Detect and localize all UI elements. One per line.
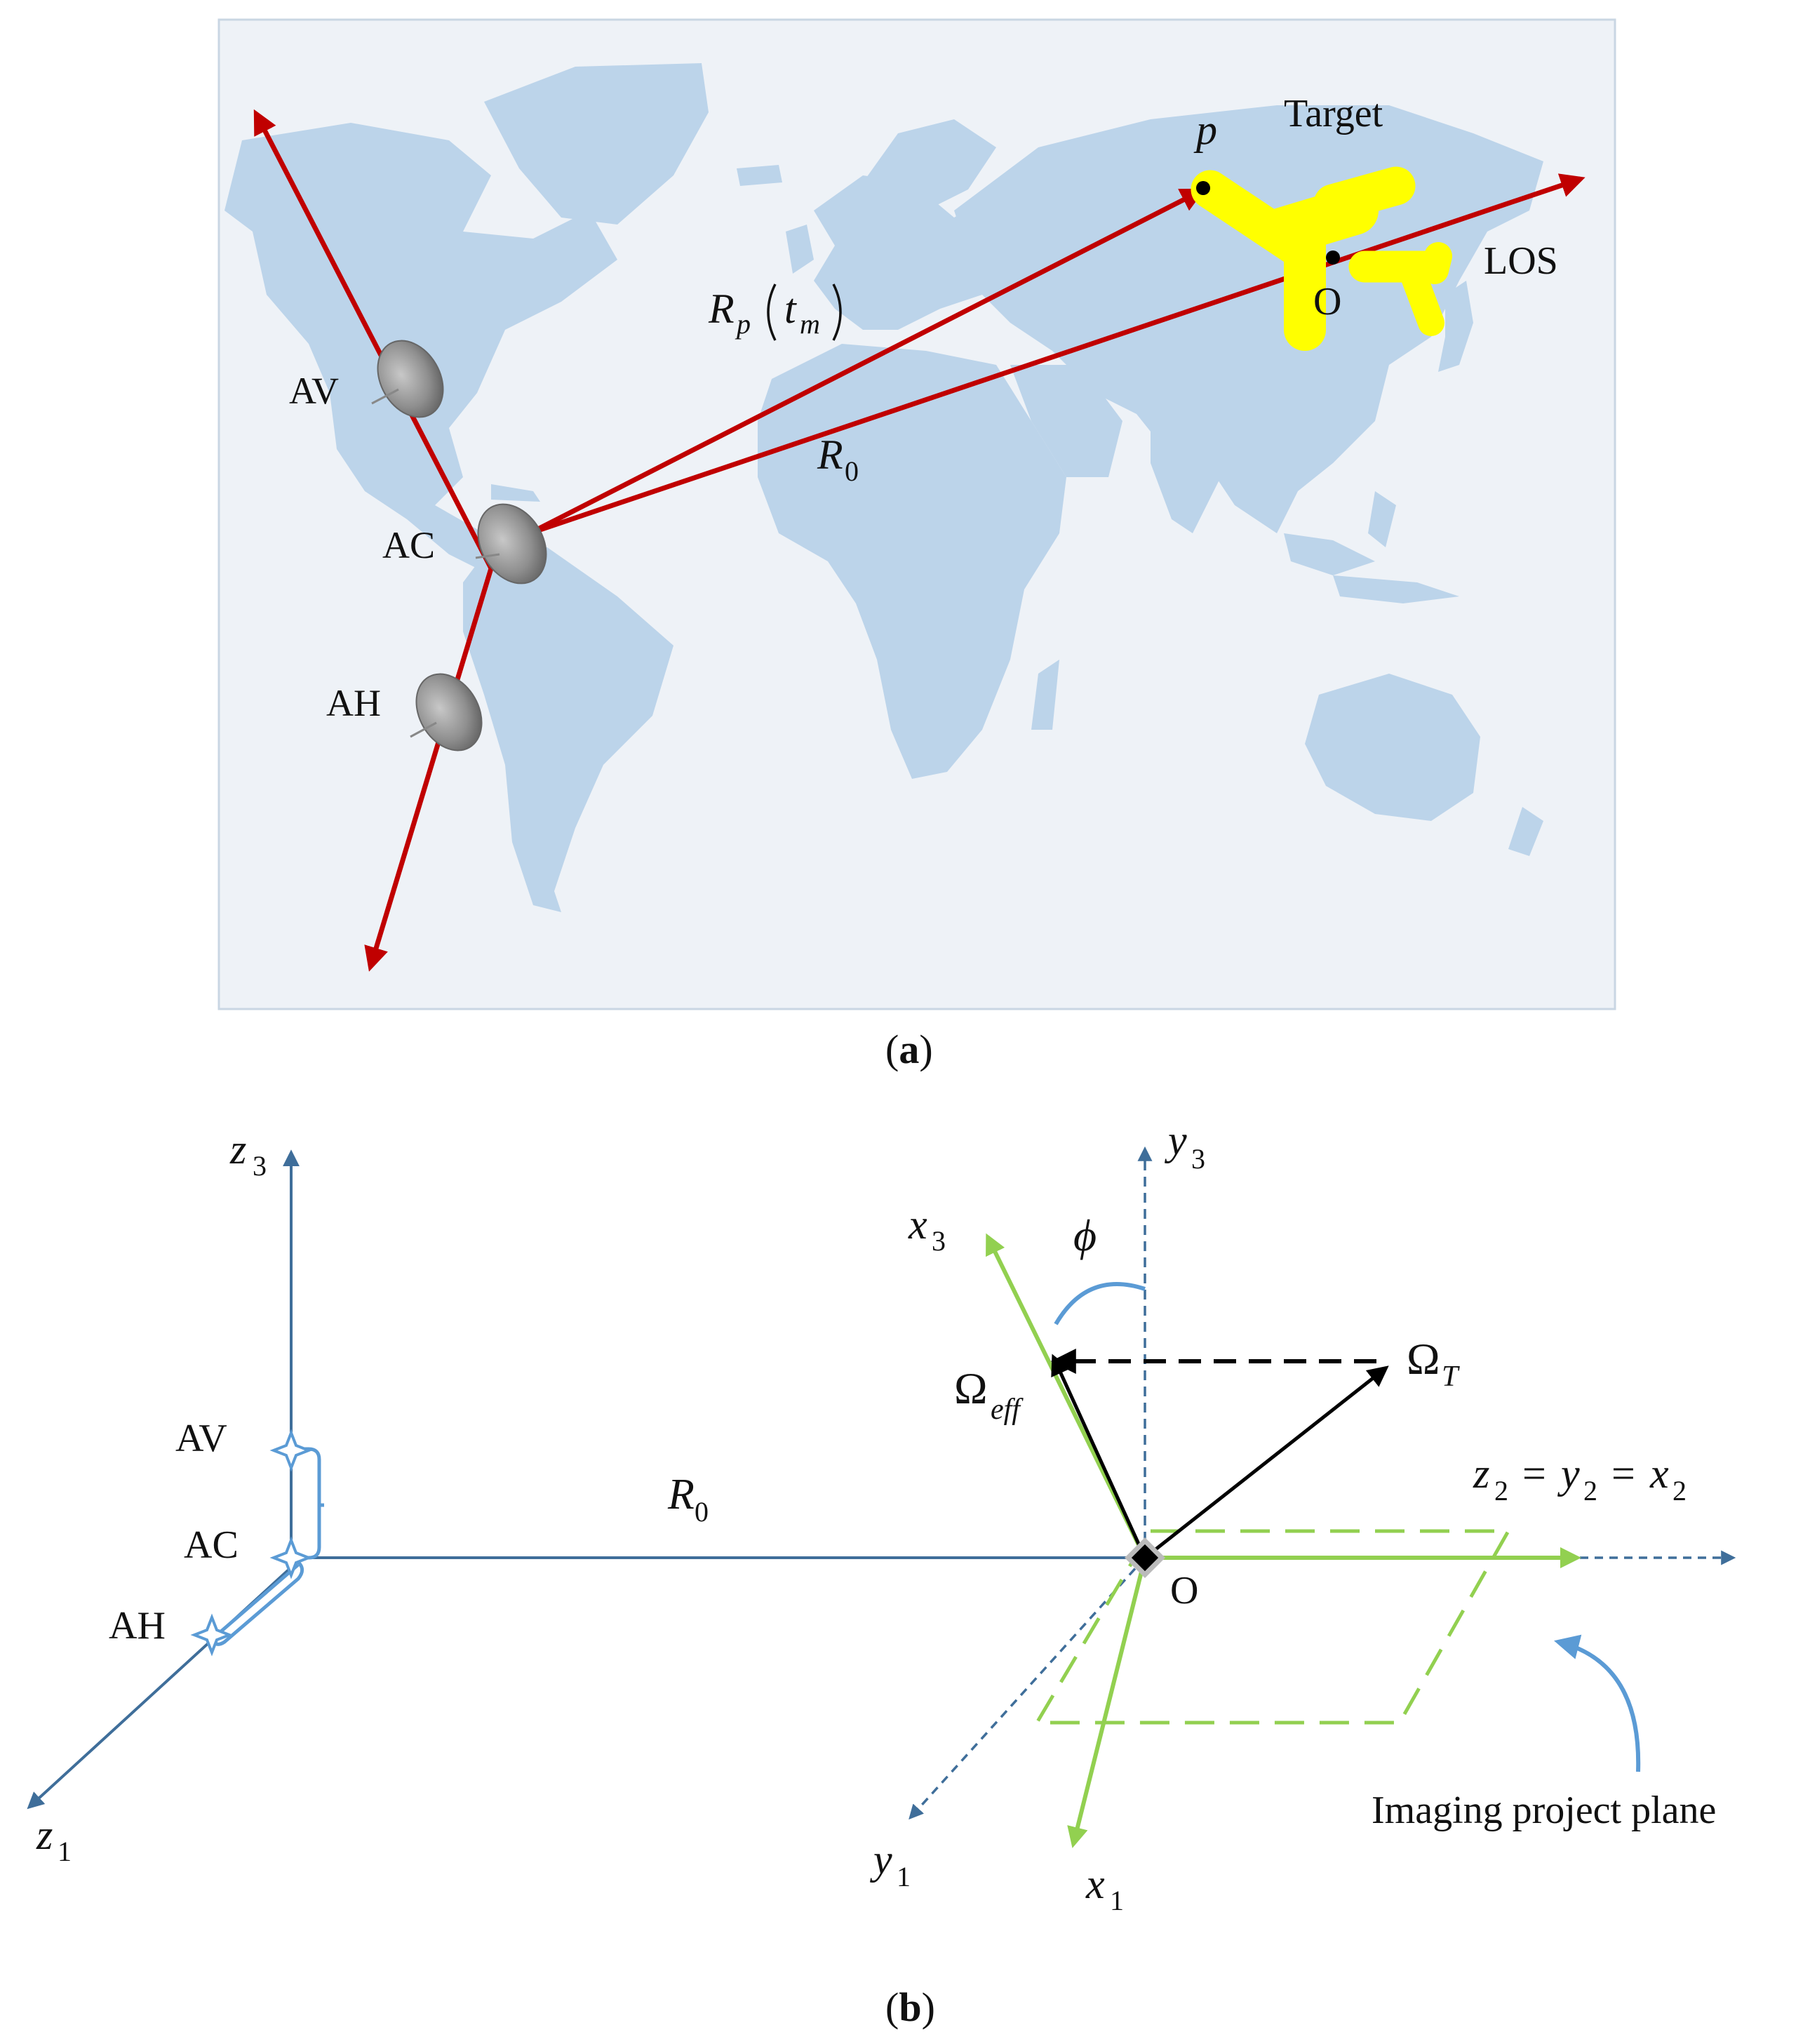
- label-av-b: AV: [175, 1417, 227, 1460]
- label-target: Target: [1284, 92, 1383, 135]
- svg-text:T: T: [1442, 1361, 1460, 1393]
- label-ah-a: AH: [326, 682, 381, 724]
- antenna-dish-icon-ah: [410, 673, 483, 752]
- svg-text:2: 2: [1583, 1475, 1597, 1507]
- label-rp-tm: R p t m: [708, 283, 842, 341]
- antenna-star-icons: [190, 1429, 313, 1657]
- svg-text:p: p: [735, 308, 751, 340]
- svg-text:3: 3: [1191, 1143, 1205, 1175]
- svg-text:y: y: [1164, 1117, 1187, 1163]
- point-p: [1196, 181, 1210, 195]
- svg-text:x: x: [1649, 1450, 1669, 1497]
- svg-text:Ω: Ω: [954, 1363, 988, 1413]
- label-phi: ϕ: [1073, 1210, 1097, 1260]
- caption-b: (b): [885, 1984, 935, 2030]
- svg-text:=: =: [1611, 1450, 1635, 1497]
- svg-text:Ω: Ω: [1407, 1334, 1440, 1384]
- phi-arc: [1054, 1282, 1146, 1325]
- label-o-a: O: [1313, 280, 1341, 323]
- svg-text:2: 2: [1494, 1475, 1508, 1507]
- label-los: LOS: [1484, 239, 1558, 283]
- vector-omega-t: [1144, 1365, 1389, 1559]
- svg-text:t: t: [784, 286, 797, 332]
- label-omega-eff: Ω eff: [954, 1363, 1024, 1426]
- star-icon-av: [269, 1429, 313, 1472]
- antenna-dish-icon-av: [371, 340, 444, 418]
- label-r0-b: R 0: [667, 1471, 709, 1528]
- svg-text:3: 3: [932, 1225, 946, 1257]
- label-y3: y 3: [1164, 1117, 1205, 1175]
- svg-text:3: 3: [253, 1150, 267, 1182]
- svg-text:2: 2: [1672, 1475, 1687, 1507]
- label-z1: z 1: [36, 1812, 72, 1867]
- svg-text:1: 1: [1110, 1885, 1124, 1916]
- svg-text:z: z: [1473, 1450, 1489, 1497]
- caption-a: (a): [885, 1027, 933, 1072]
- point-o: [1326, 251, 1340, 265]
- label-ac-b: AC: [184, 1523, 239, 1567]
- svg-text:R: R: [817, 432, 843, 478]
- svg-text:x: x: [1085, 1861, 1105, 1907]
- label-z3: z 3: [229, 1126, 267, 1182]
- label-x3: x 3: [908, 1201, 946, 1257]
- label-av-a: AV: [289, 370, 339, 412]
- svg-text:m: m: [800, 308, 820, 340]
- panel-b: z 3 y 3 x 3 ϕ Ω eff Ω T z 2 = y 2 = x 2: [27, 1117, 1736, 2030]
- svg-text:y: y: [869, 1836, 892, 1883]
- svg-text:z: z: [229, 1126, 246, 1173]
- antenna-dish-icon-ac: [475, 503, 547, 585]
- star-icon-ah: [190, 1613, 234, 1657]
- plane-pointer-arrow: [1554, 1634, 1641, 1772]
- svg-text:1: 1: [58, 1836, 72, 1867]
- label-ah-b: AH: [109, 1604, 166, 1648]
- label-imaging-plane: Imaging project plane: [1372, 1789, 1716, 1832]
- rp-vector: [528, 188, 1206, 536]
- vector-omega-eff: [1051, 1354, 1147, 1559]
- r0-los-vector: [528, 173, 1586, 536]
- label-r0-a: R 0: [817, 432, 859, 487]
- label-p: p: [1193, 107, 1217, 153]
- axis-x1: [1067, 1557, 1147, 1848]
- svg-text:eff: eff: [991, 1394, 1024, 1426]
- svg-text:=: =: [1522, 1450, 1546, 1497]
- label-ac-a: AC: [382, 524, 435, 566]
- panel-a: Target p LOS O AV AC AH R p t m R 0 (a): [217, 18, 1616, 1072]
- label-o-b: O: [1170, 1569, 1198, 1612]
- svg-text:R: R: [708, 286, 735, 332]
- svg-text:0: 0: [695, 1496, 709, 1528]
- label-y1: y 1: [869, 1836, 911, 1892]
- svg-text:y: y: [1557, 1450, 1580, 1497]
- svg-text:x: x: [908, 1201, 927, 1248]
- svg-text:z: z: [36, 1812, 53, 1858]
- label-omega-t: Ω T: [1407, 1334, 1460, 1393]
- aircraft-target-icon: [1191, 166, 1452, 351]
- label-z2-y2-x2: z 2 = y 2 = x 2: [1473, 1450, 1687, 1507]
- origin-marker: [1125, 1537, 1165, 1578]
- red-vectors: [253, 109, 1586, 972]
- baseline-up-arrow: [253, 109, 494, 570]
- imaging-project-plane: [1033, 1529, 1512, 1725]
- svg-text:1: 1: [897, 1861, 911, 1892]
- label-x1: x 1: [1085, 1861, 1124, 1916]
- svg-text:R: R: [667, 1471, 695, 1518]
- svg-text:0: 0: [845, 455, 859, 487]
- star-icon-ac: [269, 1536, 313, 1579]
- baseline-down-arrow: [364, 567, 494, 972]
